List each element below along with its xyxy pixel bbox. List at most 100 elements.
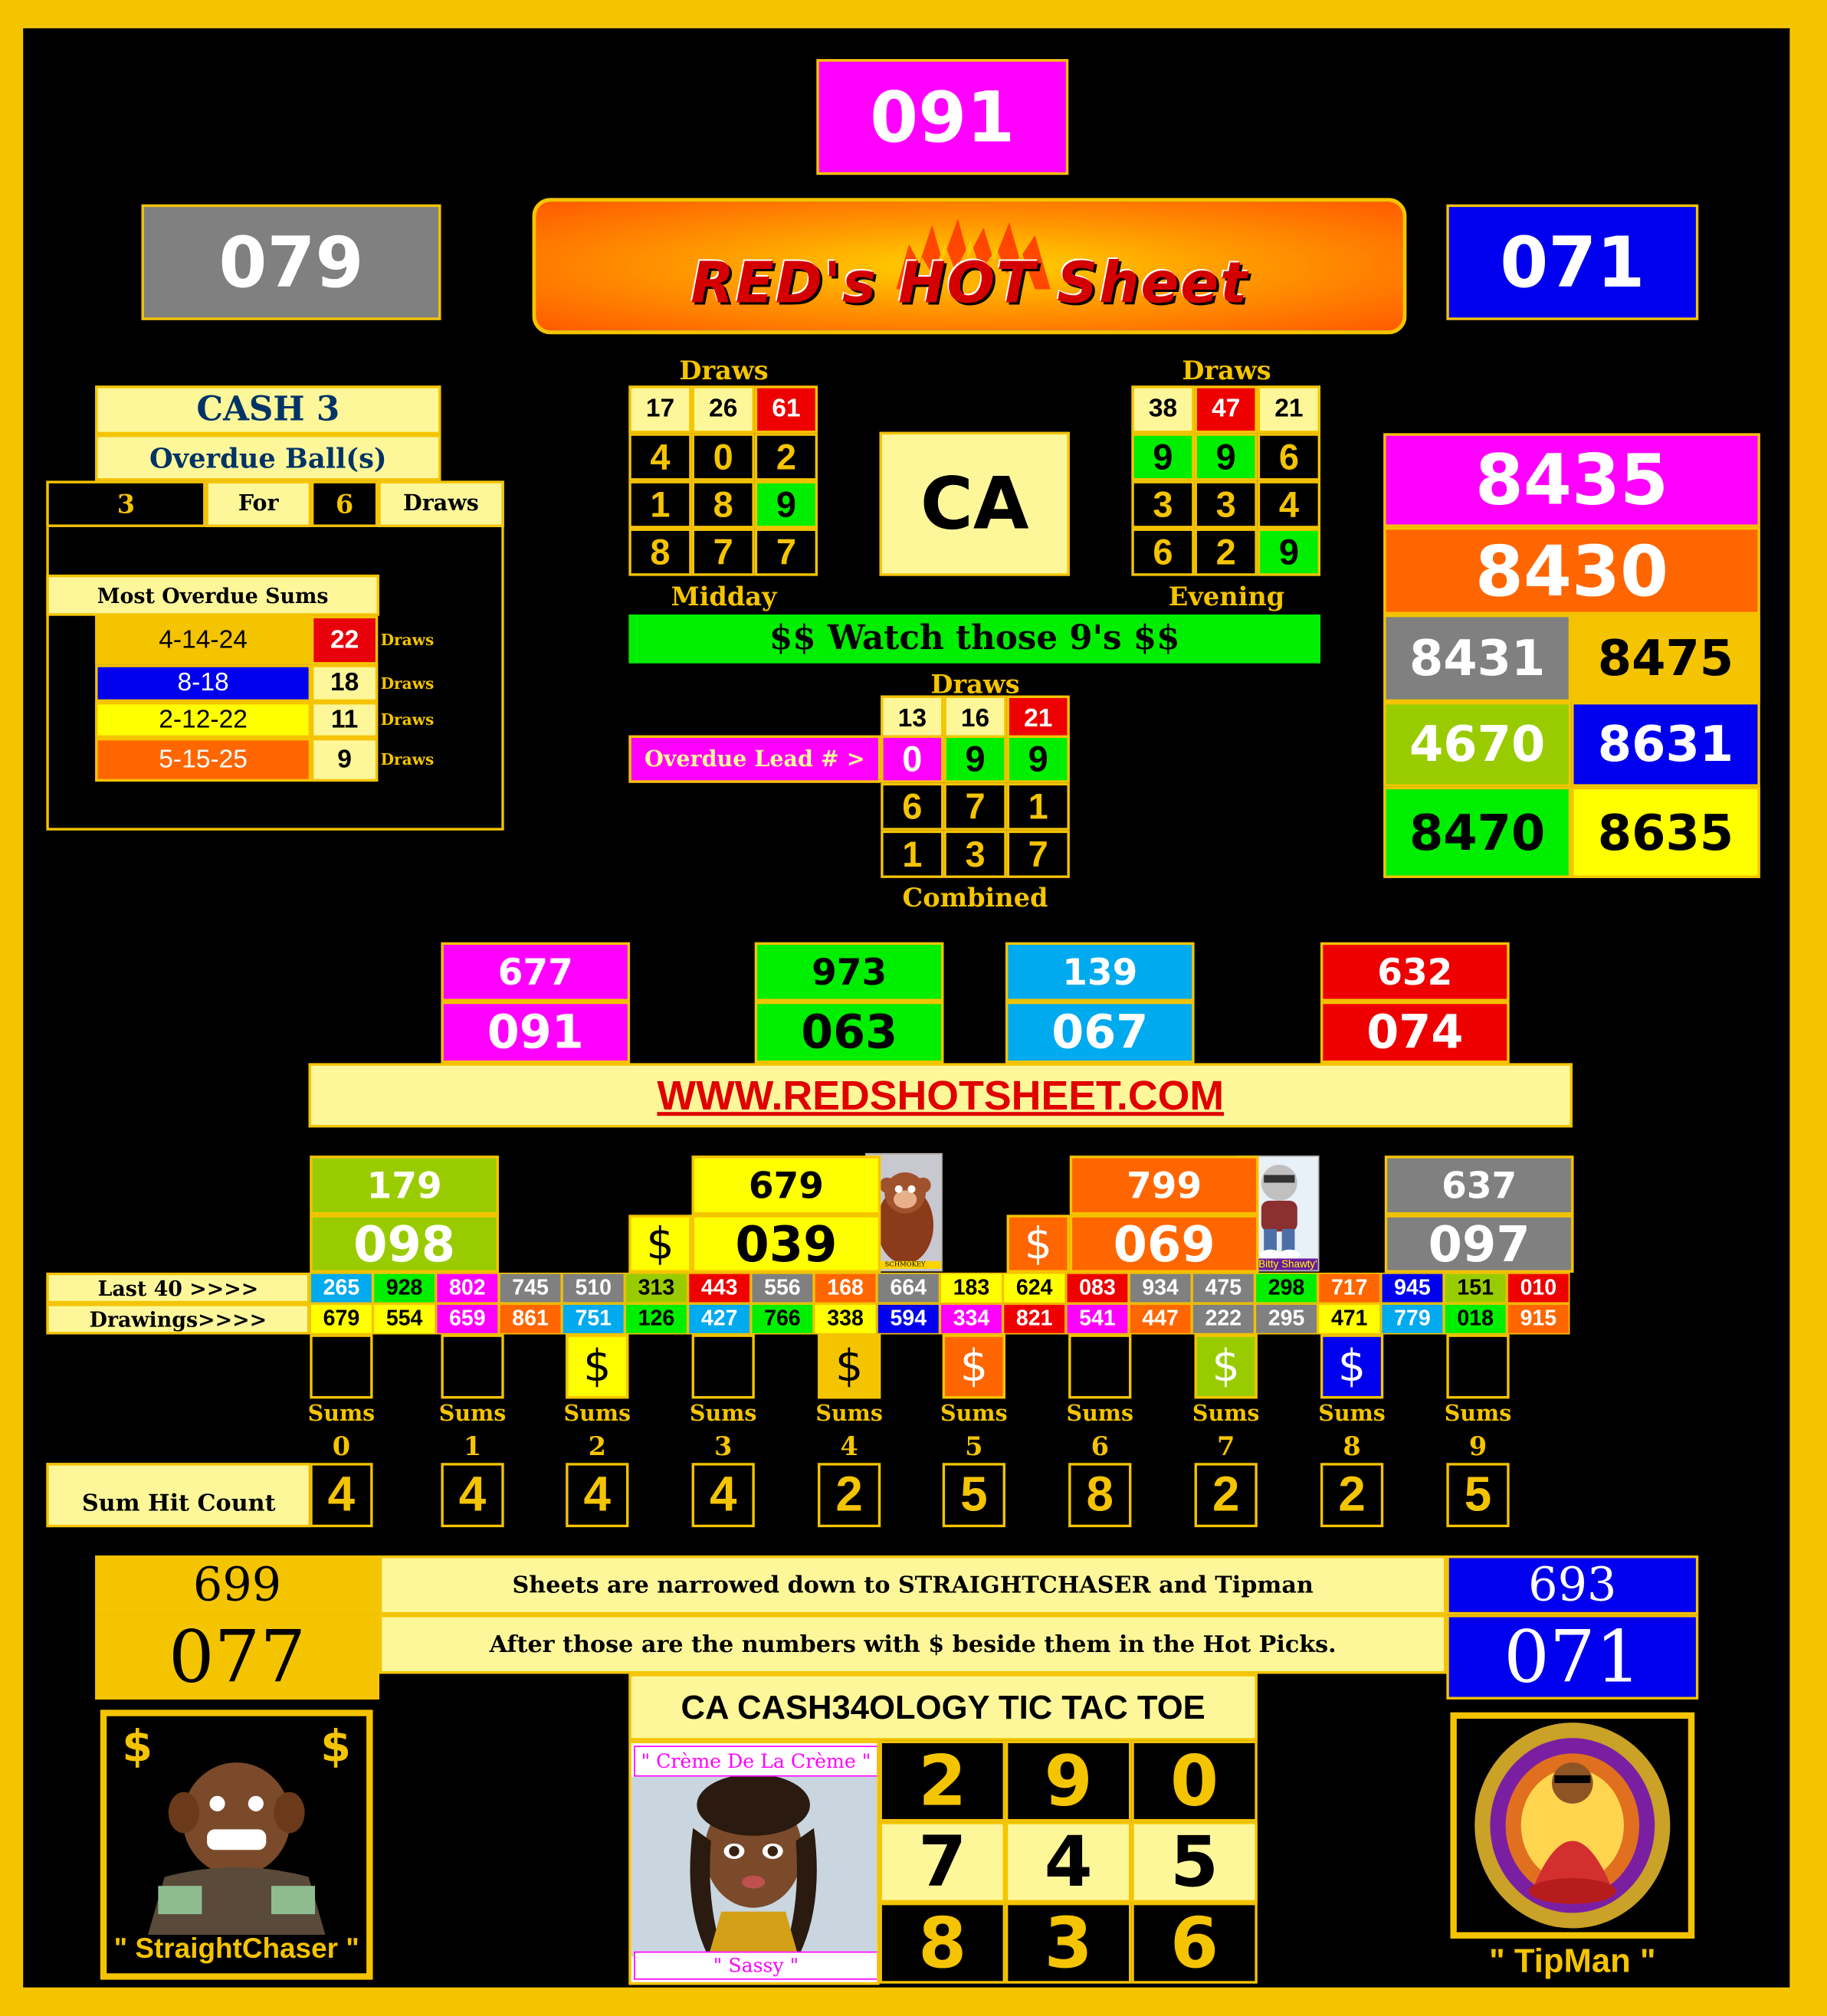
hot-pick-top-text: 179 [366, 1164, 442, 1207]
bottom-left-top: 699 [95, 1555, 379, 1615]
pick4-number-text: 8631 [1597, 716, 1734, 773]
tictactoe-cell: 5 [1131, 1821, 1258, 1903]
sum-label-text: Sums [1444, 1401, 1512, 1428]
last40-cell-text: 751 [575, 1306, 612, 1331]
dollar-icon-text: $ [646, 1218, 674, 1270]
last40-cell: 594 [877, 1303, 940, 1335]
sum-digit-text: 3 [714, 1430, 733, 1461]
cash3-title-text: CASH 3 [196, 391, 340, 430]
pick4-number-text: 8475 [1597, 630, 1734, 687]
hot-pick-bottom: 039 [691, 1215, 881, 1273]
last40-cell-text: 679 [323, 1306, 360, 1331]
last40-cell-text: 766 [764, 1306, 801, 1331]
sum-digit: 3 [692, 1428, 755, 1463]
bottom-right-bottom: 071 [1446, 1614, 1699, 1700]
dollar-icon: $ [1006, 1215, 1070, 1273]
last40-cell-text: 298 [1268, 1275, 1305, 1300]
last40-cell: 295 [1255, 1303, 1318, 1335]
midday-draw-count: 61 [754, 385, 818, 434]
mid-pair-top-text: 139 [1062, 950, 1138, 994]
sum-digit-text: 5 [965, 1430, 983, 1461]
combined-digit-text: 0 [902, 738, 923, 779]
mid-pair-bottom: 091 [441, 1001, 631, 1064]
evening-digit: 3 [1194, 480, 1258, 529]
mid-pair-bottom: 067 [1005, 1001, 1195, 1064]
sum-digit-text: 0 [332, 1430, 351, 1461]
mid-pair-bottom-text: 091 [487, 1005, 584, 1059]
website-banner: WWW.REDSHOTSHEET.COM [308, 1063, 1573, 1128]
combined-digit: 0 [881, 735, 944, 783]
combined-digit: 9 [1006, 735, 1070, 783]
evening-digit-text: 6 [1153, 531, 1173, 572]
evening-digit-text: 4 [1278, 484, 1299, 524]
last40-label-1: Last 40 >>>> [46, 1272, 310, 1304]
hot-pick-bottom-text: 039 [735, 1215, 838, 1273]
sum-dollar-box: $ [566, 1334, 629, 1399]
midday-digit: 8 [628, 528, 692, 576]
sum-label-text: Sums [1192, 1401, 1260, 1428]
sum-hit-count: 5 [942, 1463, 1005, 1528]
creme-caption-bottom: " Sassy " [634, 1951, 877, 1980]
midday-digit-text: 4 [650, 436, 671, 477]
dollar-icon: $ [628, 1215, 692, 1273]
last40-cell-text: 338 [827, 1306, 864, 1331]
sum-digit-text: 1 [463, 1430, 482, 1461]
website-link[interactable]: WWW.REDSHOTSHEET.COM [657, 1071, 1225, 1118]
creme-de-la-creme-panel: " Crème De La Crème " " Sassy " [628, 1740, 880, 1985]
hot-pick-top: 179 [310, 1156, 499, 1215]
last40-cell-text: 802 [449, 1275, 486, 1300]
overdue-lead-label-text: Overdue Lead # > [644, 746, 865, 772]
overdue-draws-n-text: 6 [335, 488, 354, 520]
sum-label: Sums [1434, 1398, 1523, 1429]
sum-label-text: Sums [438, 1401, 507, 1428]
bottom-right-top-text: 693 [1528, 1559, 1617, 1611]
last40-cell-text: 265 [323, 1275, 360, 1300]
last40-cell: 664 [877, 1272, 940, 1304]
evening-draw-count: 21 [1257, 385, 1320, 434]
sum-dollar-box [1446, 1334, 1510, 1399]
last40-cell: 083 [1065, 1272, 1130, 1304]
creme-caption-top: " Crème De La Crème " [634, 1746, 877, 1777]
sum-hit-count-text: 2 [1212, 1467, 1240, 1522]
hot-pick-top-text: 799 [1127, 1164, 1202, 1207]
overdue-for-text: For [238, 490, 279, 517]
tictactoe-title: CA CASH34OLOGY TIC TAC TOE [628, 1673, 1258, 1741]
sum-digit: 9 [1446, 1428, 1509, 1463]
mid-pair-bottom: 063 [754, 1001, 944, 1064]
last40-cell: 821 [1002, 1303, 1066, 1335]
last40-cell-text: 556 [764, 1275, 801, 1300]
overdue-sum-value-text: 18 [330, 668, 359, 697]
sum-digit-text: 2 [588, 1430, 606, 1461]
pick4-top-1: 8435 [1383, 433, 1760, 527]
last40-cell: 659 [435, 1303, 499, 1335]
combined-digit: 1 [881, 830, 944, 878]
watch-banner: $$ Watch those 9's $$ [628, 614, 1320, 664]
combined-draw-count-text: 21 [1024, 704, 1053, 733]
overdue-draws-label-text: Draws [403, 490, 479, 517]
pick4-top-2-text: 8430 [1474, 530, 1669, 611]
midday-digit: 7 [754, 528, 818, 576]
dollar-icon-text: $ [1024, 1218, 1052, 1270]
midday-digit: 4 [628, 433, 692, 481]
dollar-icon-right: $ [320, 1721, 352, 1773]
combined-digit: 7 [943, 782, 1007, 831]
last40-cell: 928 [372, 1272, 436, 1304]
midday-digit-text: 0 [713, 436, 733, 477]
last40-cell: 338 [813, 1303, 877, 1335]
last40-cell: 717 [1317, 1272, 1381, 1304]
tictactoe-cell-text: 5 [1170, 1821, 1219, 1903]
last40-label-2-text: Drawings>>>> [89, 1306, 267, 1332]
sum-hit-count: 4 [441, 1463, 504, 1528]
midday-digit-text: 9 [776, 484, 796, 524]
last40-cell: 554 [372, 1303, 436, 1335]
overdue-draws-label: Draws [378, 480, 504, 527]
pick4-number: 8470 [1383, 786, 1572, 878]
last40-cell-text: 594 [890, 1306, 927, 1331]
overdue-sum-unit-text: Draws [380, 750, 435, 769]
last40-cell-text: 554 [385, 1306, 423, 1331]
tictactoe-cell-text: 7 [918, 1821, 967, 1903]
sum-dollar-box: $ [942, 1334, 1005, 1399]
overdue-sum-label-text: 5-15-25 [159, 745, 248, 774]
last40-cell: 624 [1002, 1272, 1066, 1304]
pick4-number-text: 8635 [1597, 804, 1734, 861]
